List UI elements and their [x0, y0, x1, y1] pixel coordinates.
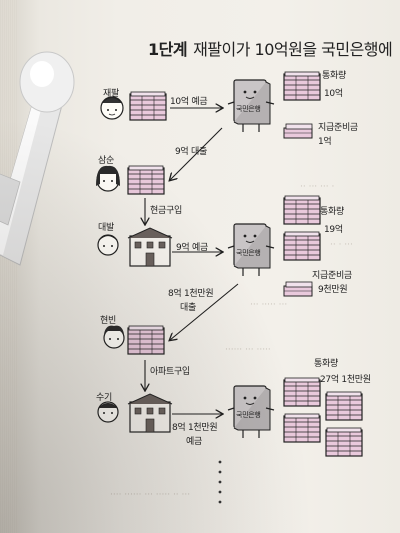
arrow-label-deposit-3a: 8억 1천만원 — [172, 423, 218, 433]
bank-label: 국민은행 — [236, 411, 261, 419]
money-supply-label-3: 통화량 — [314, 359, 338, 369]
bank-label: 국민은행 — [236, 249, 261, 257]
bleed-text: ·· ··· ··· · — [300, 182, 335, 192]
money-supply-value-3: 27억 1천만원 — [320, 375, 371, 385]
person-samsun — [96, 165, 120, 192]
money-supply-label-1: 통화량 — [322, 71, 346, 81]
bleed-text: ·· · ··· — [330, 240, 353, 250]
continuation-dots — [218, 460, 222, 504]
bleed-text: ··· ····· ··· — [250, 300, 288, 310]
section-heading: 1단계 재팔이가 10억원을 국민은행에 — [148, 36, 393, 60]
arrow-label-deposit-1: 10억 예금 — [170, 97, 208, 107]
arrow-label-loan-2a: 8억 1천만원 — [168, 289, 214, 299]
money-stack-icon — [283, 413, 321, 443]
person-label-hyeonbin: 현빈 — [100, 316, 116, 326]
person-label-daebal: 대발 — [98, 223, 114, 233]
bleed-text: ···· ······ ··· ····· ·· ··· — [110, 490, 191, 500]
heading-text: 재팔이가 10억원을 국민은행에 — [193, 40, 393, 59]
money-supply-value-1: 10억 — [324, 89, 343, 99]
reserve-stack-icon — [283, 281, 313, 297]
arrow-label-buy-2: 아파트구입 — [150, 367, 190, 377]
page-edge — [0, 0, 18, 533]
pen-illustration — [0, 51, 75, 266]
money-stack-icon — [129, 91, 167, 121]
person-label-jaepal: 재팔 — [103, 89, 119, 99]
money-stack-icon — [325, 427, 363, 457]
money-stack-icon — [127, 325, 165, 355]
arrow-label-loan-1: 9억 대출 — [175, 147, 207, 157]
arrow-loan-1 — [170, 127, 223, 180]
reserve-value-2: 9천만원 — [318, 285, 348, 295]
reserve-label-1: 지급준비금 — [318, 123, 358, 133]
money-supply-label-2: 통화량 — [320, 207, 344, 217]
person-label-sugi: 수기 — [96, 393, 112, 403]
money-stack-icon — [283, 377, 321, 407]
arrow-label-buy-1: 현금구입 — [150, 206, 182, 216]
arrow-label-loan-2b: 대출 — [180, 303, 196, 313]
arrow-loan-2 — [170, 283, 239, 340]
money-stack-icon — [283, 195, 321, 225]
money-supply-value-2: 19억 — [324, 225, 343, 235]
arrow-label-deposit-2: 9억 예금 — [176, 243, 208, 253]
reserve-stack-icon — [283, 123, 313, 139]
person-hyeonbin — [103, 325, 125, 349]
person-jaepal — [100, 96, 124, 120]
building-icon — [127, 227, 173, 267]
person-daebal — [97, 234, 119, 256]
bleed-text: ······ ··· ····· — [225, 345, 271, 355]
person-label-samsun: 삼순 — [98, 156, 114, 166]
step-label: 1단계 — [148, 40, 188, 59]
money-stack-icon — [283, 71, 321, 101]
bank-label: 국민은행 — [236, 105, 261, 113]
reserve-label-2: 지급준비금 — [312, 271, 352, 281]
money-stack-icon — [283, 231, 321, 261]
money-stack-icon — [127, 165, 165, 195]
money-stack-icon — [325, 391, 363, 421]
reserve-value-1: 1억 — [318, 137, 332, 147]
person-sugi — [97, 401, 119, 423]
arrow-label-deposit-3b: 예금 — [186, 437, 202, 447]
building-icon — [127, 393, 173, 433]
